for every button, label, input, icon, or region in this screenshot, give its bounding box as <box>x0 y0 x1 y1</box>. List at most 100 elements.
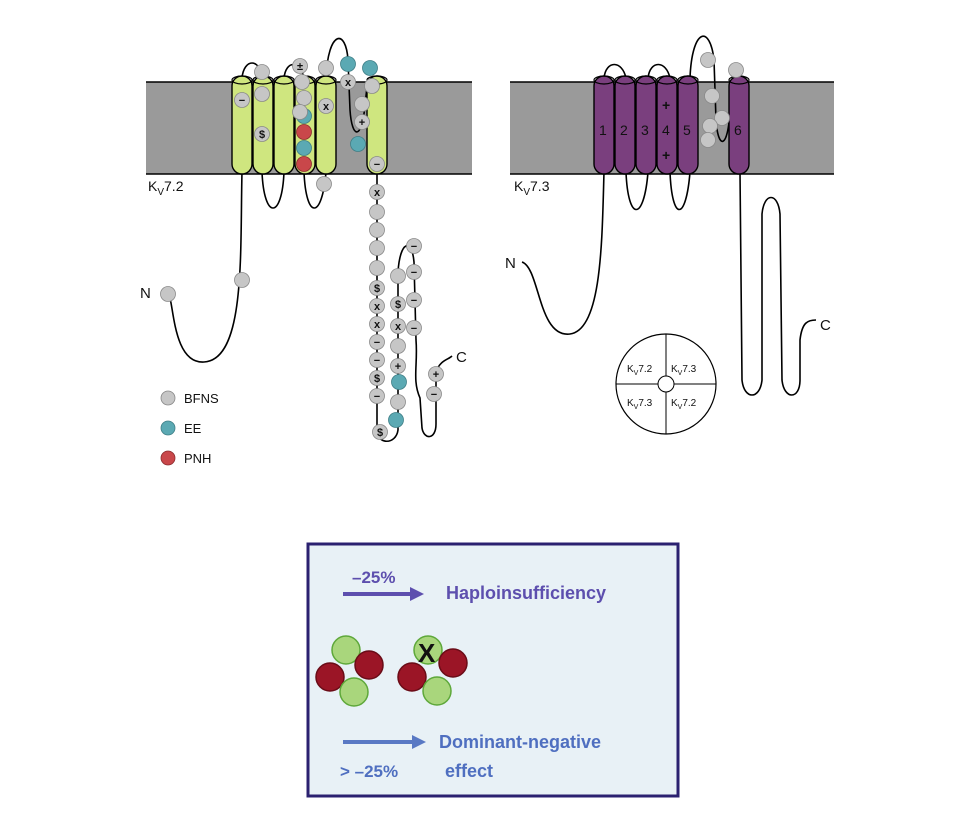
kv72-marker-11 <box>292 104 308 120</box>
kv72-marker-symbol-34: − <box>374 391 380 403</box>
kv72-marker-22 <box>369 156 385 172</box>
kv73-helix-5-label: 5 <box>683 122 691 138</box>
kv72-marker-9 <box>296 140 312 156</box>
kv73-loop-s1-s2 <box>603 63 627 79</box>
haplo-arrow-head <box>410 587 424 601</box>
kv72-marker-38 <box>390 318 406 334</box>
legend: BFNS EE PNH <box>160 390 219 466</box>
kv72-marker-23 <box>369 184 385 200</box>
kv72-name: KV7.2 <box>148 178 184 198</box>
kv72-marker-36 <box>390 268 406 284</box>
kv72-marker-49 <box>426 386 442 402</box>
kv72-marker-27 <box>369 260 385 276</box>
dn-mut-right <box>438 648 468 678</box>
kv73-marker-0 <box>700 52 716 68</box>
kv72-helix-s5 <box>315 75 337 175</box>
legend-pnh-label: PNH <box>184 451 211 466</box>
kv72-marker-45 <box>406 264 422 280</box>
kv72-marker-symbol-30: x <box>374 319 381 331</box>
kv73-helix-6-label: 6 <box>734 122 742 138</box>
kv72-marker-47 <box>406 320 422 336</box>
kv72-marker-44 <box>406 238 422 254</box>
legend-bfns-label: BFNS <box>184 391 219 406</box>
kv72-marker-51 <box>160 286 176 302</box>
dn-cross-mark: X <box>418 638 436 668</box>
tetramer-quadrant-tr: KV7.3 <box>671 364 697 377</box>
dn-subunit-bottom <box>422 676 452 706</box>
kv72-marker-symbol-29: x <box>374 301 381 313</box>
kv72-marker-symbol-22: − <box>374 159 380 171</box>
kv73-marker-4 <box>702 118 718 134</box>
kv73-helix-caps <box>593 75 750 85</box>
tetramer-quadrant-br: KV7.2 <box>671 398 697 411</box>
kv72-marker-1 <box>254 64 270 80</box>
kv72-helix-s1 <box>231 75 253 175</box>
kv72-marker-symbol-23: x <box>374 187 381 199</box>
kv73-name: KV7.3 <box>514 178 550 198</box>
kv72-marker-39 <box>390 338 406 354</box>
legend-ee-swatch <box>160 420 176 436</box>
kv73-c-terminus <box>739 171 817 396</box>
kv72-loop-s2-s3-intra <box>261 171 285 209</box>
wt-tetramer <box>315 635 384 707</box>
kv72-marker-symbol-16: x <box>345 77 352 89</box>
kv73-s4-charge-bottom: + <box>662 147 670 163</box>
kv72-marker-6 <box>296 90 312 106</box>
kv73-mutation-markers <box>700 52 744 148</box>
kv72-marker-10 <box>296 156 312 172</box>
kv72-marker-symbol-37: $ <box>395 299 401 311</box>
kv72-marker-31 <box>369 334 385 350</box>
kv72-marker-8 <box>296 124 312 140</box>
kv73-n-label: N <box>505 255 516 272</box>
kv72-marker-symbol-48: + <box>433 369 439 381</box>
kv72-marker-2 <box>254 86 270 102</box>
kv72-marker-21 <box>350 136 366 152</box>
kv72-marker-symbol-38: x <box>395 321 402 333</box>
kv72-marker-46 <box>406 292 422 308</box>
kv73-s4-charge-top: + <box>662 97 670 113</box>
kv72-marker-symbol-40: + <box>395 361 401 373</box>
kv72-marker-30 <box>369 316 385 332</box>
legend-pnh-swatch <box>160 450 176 466</box>
kv72-marker-32 <box>369 352 385 368</box>
haplo-percent: –25% <box>352 568 395 587</box>
dn-percent: > –25% <box>340 762 398 781</box>
dn-arrow-head <box>412 735 426 749</box>
kv72-marker-symbol-33: $ <box>374 373 380 385</box>
tetramer-diagram: KV7.2 KV7.3 KV7.3 KV7.2 <box>615 333 717 435</box>
kv72-marker-43 <box>388 412 404 428</box>
kv72-marker-symbol-20: + <box>359 117 365 129</box>
kv73-loop-s3-s4 <box>647 63 671 79</box>
kv72-marker-symbol-32: − <box>374 355 380 367</box>
kv72-marker-42 <box>390 394 406 410</box>
dn-label-line1: Dominant-negative <box>439 732 601 752</box>
kv72-marker-17 <box>362 60 378 76</box>
tetramer-quadrant-bl: KV7.3 <box>627 398 653 411</box>
kv73-n-terminus <box>521 171 605 335</box>
kv72-marker-4 <box>292 58 308 74</box>
kv72-marker-symbol-28: $ <box>374 283 380 295</box>
kv73-marker-1 <box>728 62 744 78</box>
kv72-n-terminus <box>167 171 243 363</box>
kv73-panel: 1 2 3 4 5 6 + + KV7.3 N C KV7.2 KV7.3 KV… <box>505 35 834 435</box>
kv72-marker-0 <box>234 92 250 108</box>
kv73-helix-3-label: 3 <box>641 122 649 138</box>
kv72-marker-20 <box>354 114 370 130</box>
dn-mut-left <box>397 662 427 692</box>
kv73-loop-s4-s5 <box>669 171 691 210</box>
kv72-marker-16 <box>340 74 356 90</box>
kv72-marker-26 <box>369 240 385 256</box>
kv73-helix-numbers: 1 2 3 4 5 6 + + <box>599 97 742 163</box>
mechanism-box: –25% Haploinsufficiency X Dominant-negat… <box>306 542 680 798</box>
kv73-helix-4-label: 4 <box>662 122 670 138</box>
kv72-marker-41 <box>391 374 407 390</box>
kv72-marker-19 <box>354 96 370 112</box>
kv72-marker-13 <box>318 98 334 114</box>
kv72-marker-24 <box>369 204 385 220</box>
kv72-marker-symbol-13: x <box>323 101 330 113</box>
kv72-marker-12 <box>318 60 334 76</box>
kv72-marker-symbol-35: $ <box>377 427 383 439</box>
haplo-label: Haploinsufficiency <box>446 583 606 603</box>
kv73-loop-s2-s3 <box>625 171 649 210</box>
